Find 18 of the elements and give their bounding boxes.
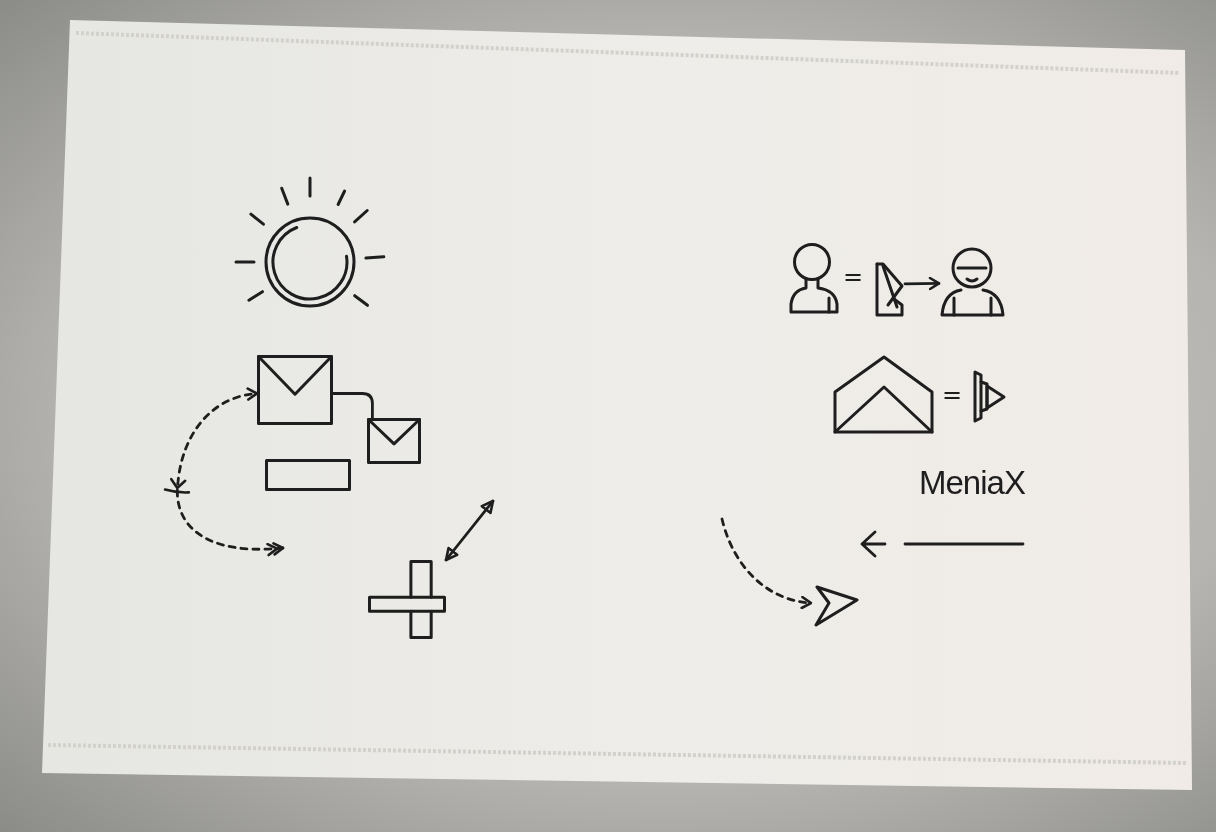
house-icon (833, 355, 934, 434)
dashed-arrow (163, 387, 285, 557)
envelope-icon (257, 355, 333, 425)
folded-paper-icon (874, 261, 905, 318)
dashed-arrow (720, 517, 813, 609)
sun-icon (232, 174, 388, 310)
handwritten-word: MeniaX (919, 466, 1025, 499)
arrow (903, 276, 941, 291)
empty-rectangle (265, 459, 351, 491)
equals-sign: = (942, 383, 963, 407)
speaker-icon (973, 370, 1007, 423)
person-with-glasses-icon (939, 246, 1006, 318)
double-headed-arrow (444, 499, 495, 562)
connector-line (331, 392, 374, 420)
person-icon (787, 242, 840, 314)
plus-icon (368, 560, 446, 639)
envelope-icon (367, 418, 421, 464)
equals-sign: = (843, 265, 864, 289)
